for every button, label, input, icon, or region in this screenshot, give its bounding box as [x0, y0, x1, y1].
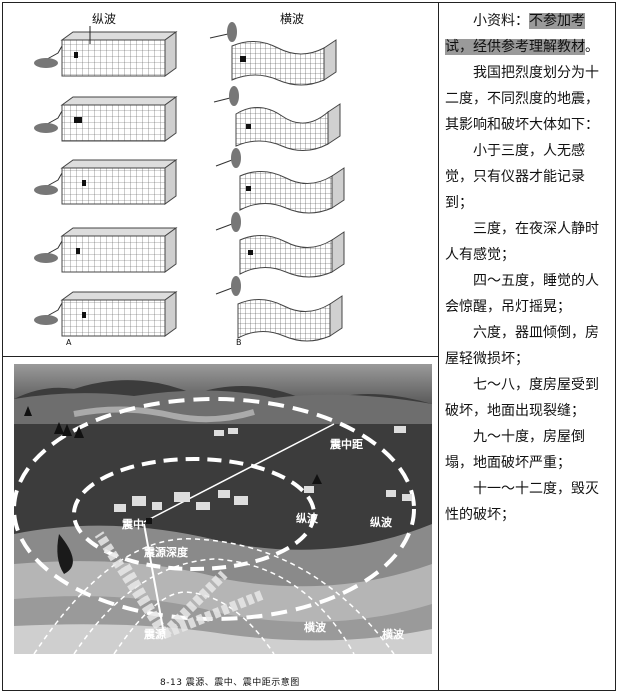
s-wave-block-5 — [215, 276, 343, 342]
intensity-4-5: 四～五度，睡觉的人会惊醒，吊灯摇晃； — [445, 273, 599, 315]
s-wave-label-left: 横波 — [304, 621, 326, 634]
p-wave-heading: 纵波 — [92, 12, 117, 26]
intensity-summary: 我国把烈度划分为十二度，不同烈度的地震，其影响和破坏大体如下： — [445, 65, 599, 133]
intensity-11-12: 十一～十二度，毁灭性的破坏； — [445, 481, 599, 523]
p-wave-block-1 — [34, 26, 178, 77]
focus-label: 震源 — [144, 628, 166, 641]
s-wave-block-3 — [215, 148, 345, 214]
focus-epicenter-figure: 震中距 震中 震源深度 震源 纵波 纵波 横波 横波 — [12, 364, 432, 655]
intensity-7-8: 七～八，度房屋受到破坏，地面出现裂缝； — [445, 377, 599, 419]
wave-comparison-figure: 纵波 横波 — [10, 8, 435, 354]
figure-caption: 8-13 震源、震中、震中距示意图 — [160, 678, 300, 688]
column-divider — [438, 2, 439, 691]
s-wave-block-4 — [215, 212, 345, 278]
intensity-6: 六度，器皿倾倒，房屋轻微损坏； — [445, 325, 599, 367]
p-wave-label-right: 纵波 — [370, 516, 392, 529]
focal-depth-label: 震源深度 — [144, 546, 188, 559]
label-b: B — [236, 338, 242, 347]
label-a: A — [66, 338, 72, 347]
p-wave-label-left: 纵波 — [296, 512, 318, 525]
row-divider — [2, 356, 439, 357]
p-wave-block-4 — [34, 227, 178, 273]
s-wave-block-2 — [213, 86, 341, 151]
intensity-below-3: 小于三度，人无感觉，只有仪器才能记录到； — [445, 143, 585, 211]
intensity-9-10: 九～十度，房屋倒塌，地面破坏严重； — [445, 429, 585, 471]
intro-paragraph: 小资料：不参加考试，经供参考理解教材。 — [445, 8, 611, 60]
wave-blocks-svg — [34, 22, 345, 342]
p-wave-block-3 — [34, 159, 178, 205]
intro-end: 。 — [585, 39, 599, 55]
p-wave-block-5 — [34, 291, 178, 337]
intensity-notes: 小资料：不参加考试，经供参考理解教材。 我国把烈度划分为十二度，不同烈度的地震，… — [445, 8, 611, 528]
intro-lead: 小资料： — [473, 13, 529, 29]
s-wave-label-right: 横波 — [382, 628, 404, 641]
intensity-3: 三度，在夜深人静时人有感觉； — [445, 221, 599, 263]
epicentral-distance-label: 震中距 — [330, 438, 363, 451]
epicenter-label: 震中 — [122, 518, 144, 531]
p-wave-block-2 — [34, 96, 178, 142]
s-wave-block-1 — [209, 22, 337, 86]
s-wave-heading: 横波 — [280, 12, 305, 26]
earthquake-diagram-svg — [12, 364, 432, 655]
